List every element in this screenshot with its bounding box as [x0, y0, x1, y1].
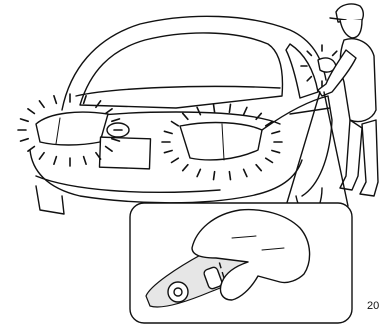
- flash-ray: [307, 51, 311, 55]
- flash-ray: [164, 151, 172, 153]
- flash-ray: [197, 107, 200, 114]
- flash-ray: [21, 139, 29, 141]
- flash-ray: [84, 96, 87, 104]
- flash-ray: [28, 109, 35, 114]
- leader-line: [324, 92, 348, 206]
- flash-ray: [39, 101, 44, 107]
- flash-ray: [21, 119, 29, 121]
- flash-ray: [28, 147, 35, 152]
- flash-ray: [244, 169, 247, 176]
- flash-ray: [333, 51, 337, 55]
- flash-ray: [272, 131, 280, 133]
- leader-line: [286, 92, 320, 206]
- flash-ray: [183, 113, 188, 119]
- flash-ray: [96, 101, 101, 107]
- flash-ray: [214, 172, 215, 180]
- flash-ray: [54, 96, 57, 104]
- flash-ray: [307, 77, 311, 81]
- flash-ray: [183, 165, 188, 171]
- flash-ray: [272, 151, 280, 153]
- flash-ray: [106, 109, 113, 114]
- flash-ray: [214, 104, 215, 112]
- flash-ray: [256, 165, 261, 171]
- flash-ray: [54, 157, 57, 165]
- car-illustration: [30, 16, 336, 216]
- flash-ray: [39, 153, 44, 159]
- flash-ray: [172, 158, 179, 162]
- figure-code: 20: [367, 300, 379, 312]
- flash-ray: [172, 122, 179, 126]
- flash-ray: [112, 119, 120, 121]
- person-with-cap-illustration: [318, 4, 378, 196]
- door-handle-closeup-inset: [130, 203, 352, 323]
- flash-ray: [197, 169, 200, 176]
- flash-ray: [244, 107, 247, 114]
- flash-ray: [84, 157, 87, 165]
- flash-ray: [266, 158, 273, 162]
- flash-ray: [229, 104, 230, 112]
- flash-ray: [229, 172, 230, 180]
- flash-ray: [164, 131, 172, 133]
